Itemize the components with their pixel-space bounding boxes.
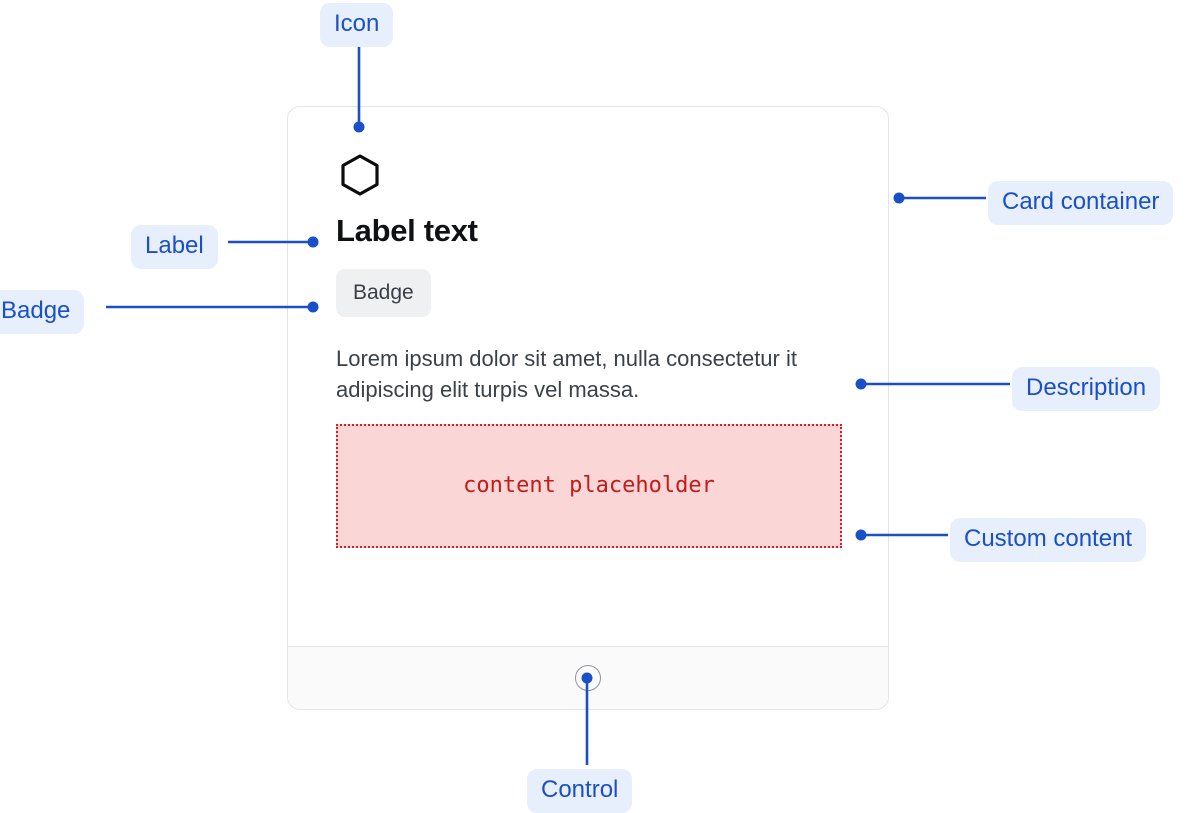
annotation-card-container: Card container bbox=[988, 181, 1174, 225]
card-description: Lorem ipsum dolor sit amet, nulla consec… bbox=[336, 345, 797, 403]
hexagon-icon bbox=[341, 154, 379, 196]
custom-content-placeholder-text: content placeholder bbox=[463, 473, 715, 499]
custom-content-slot: content placeholder bbox=[336, 423, 842, 548]
annotation-badge: Badge bbox=[0, 290, 85, 334]
card-footer bbox=[288, 646, 888, 709]
annotation-control: Control bbox=[527, 769, 633, 813]
footer-radio-control[interactable] bbox=[575, 665, 601, 691]
annotation-label: Label bbox=[131, 225, 218, 269]
card-body: Label text Badge Lorem ipsum dolor sit a… bbox=[288, 107, 888, 646]
annotation-description: Description bbox=[1012, 367, 1161, 411]
card-title: Label text bbox=[336, 213, 478, 248]
annotation-custom-content: Custom content bbox=[950, 518, 1147, 562]
card-badge: Badge bbox=[336, 268, 431, 317]
card-container: Label text Badge Lorem ipsum dolor sit a… bbox=[287, 106, 889, 710]
annotation-icon: Icon bbox=[320, 3, 394, 47]
